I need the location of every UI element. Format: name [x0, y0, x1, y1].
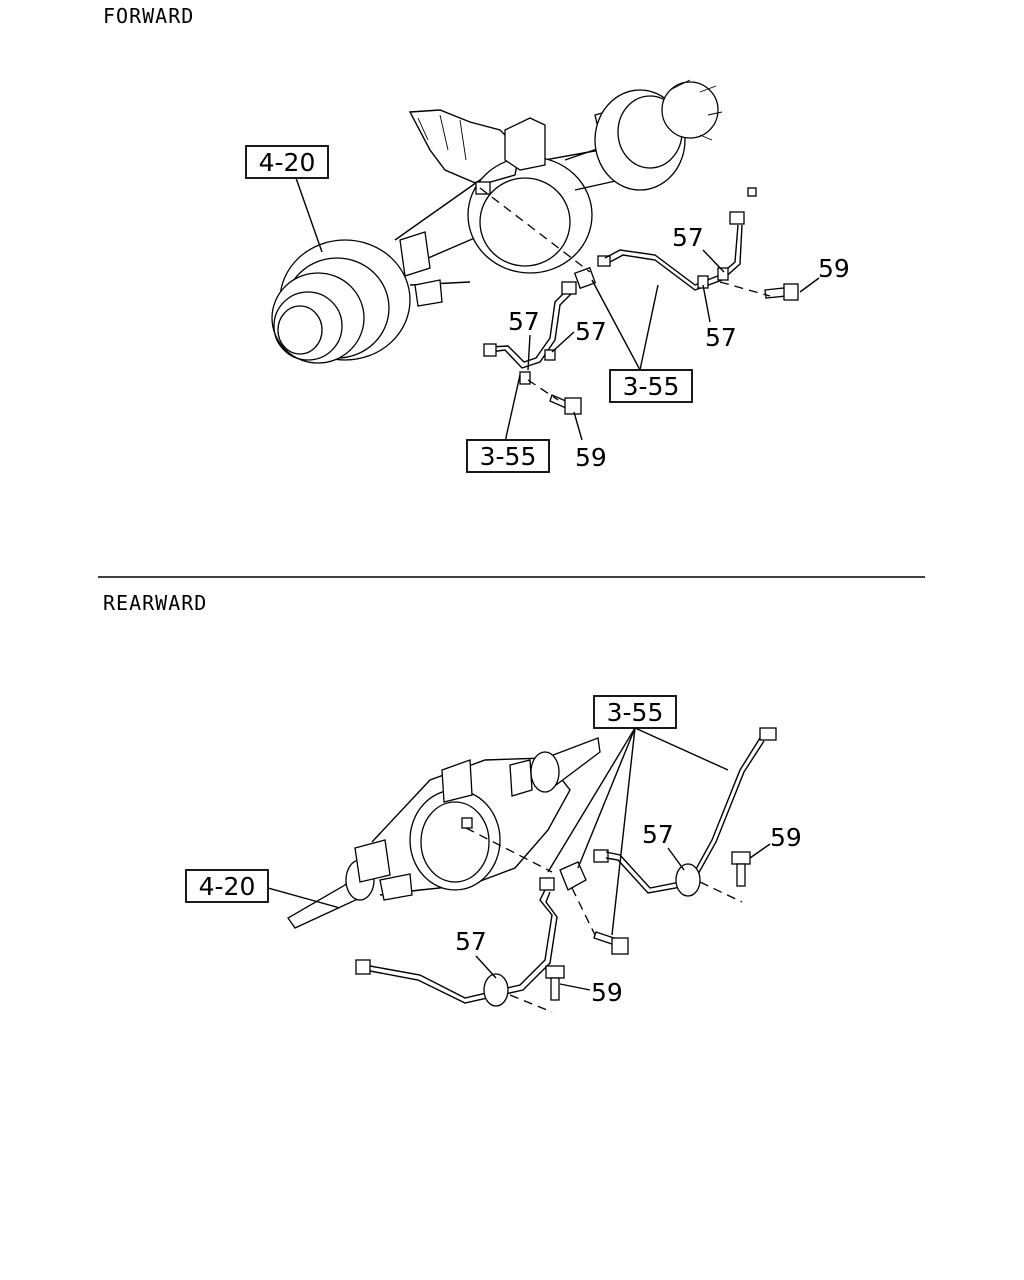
svg-text:3-55: 3-55	[607, 698, 664, 727]
rearward-label-57-left: 57	[455, 927, 487, 956]
forward-label-59-left: 59	[575, 443, 607, 472]
svg-text:3-55: 3-55	[480, 442, 537, 471]
forward-label-57-left-top: 57	[508, 307, 540, 336]
svg-text:3-55: 3-55	[623, 372, 680, 401]
rearward-label-57-right: 57	[642, 820, 674, 849]
forward-label-57-right-top: 57	[672, 223, 704, 252]
rearward-callout-3-55: 3-55	[593, 695, 677, 729]
forward-callout-3-55-left: 3-55	[466, 439, 550, 473]
forward-label-59-right: 59	[818, 254, 850, 283]
svg-text:4-20: 4-20	[259, 148, 316, 177]
rearward-title: REARWARD	[103, 591, 208, 615]
rearward-label-59-right: 59	[770, 823, 802, 852]
forward-label-57-right-bottom: 57	[705, 323, 737, 352]
forward-callout-3-55-right: 3-55	[609, 369, 693, 403]
rearward-axle-drawing	[287, 737, 601, 929]
svg-text:4-20: 4-20	[199, 872, 256, 901]
forward-axle-drawing	[271, 79, 757, 364]
rearward-label-59-left: 59	[591, 978, 623, 1007]
forward-callout-4-20: 4-20	[245, 145, 329, 179]
forward-leader-lines	[295, 177, 820, 443]
rearward-callout-4-20: 4-20	[185, 869, 269, 903]
rearward-leader-lines	[267, 727, 771, 991]
rearward-brake-pipes	[355, 727, 777, 1013]
forward-title: FORWARD	[103, 4, 195, 28]
forward-label-57-left-mid: 57	[575, 317, 607, 346]
forward-brake-pipes	[479, 187, 799, 415]
